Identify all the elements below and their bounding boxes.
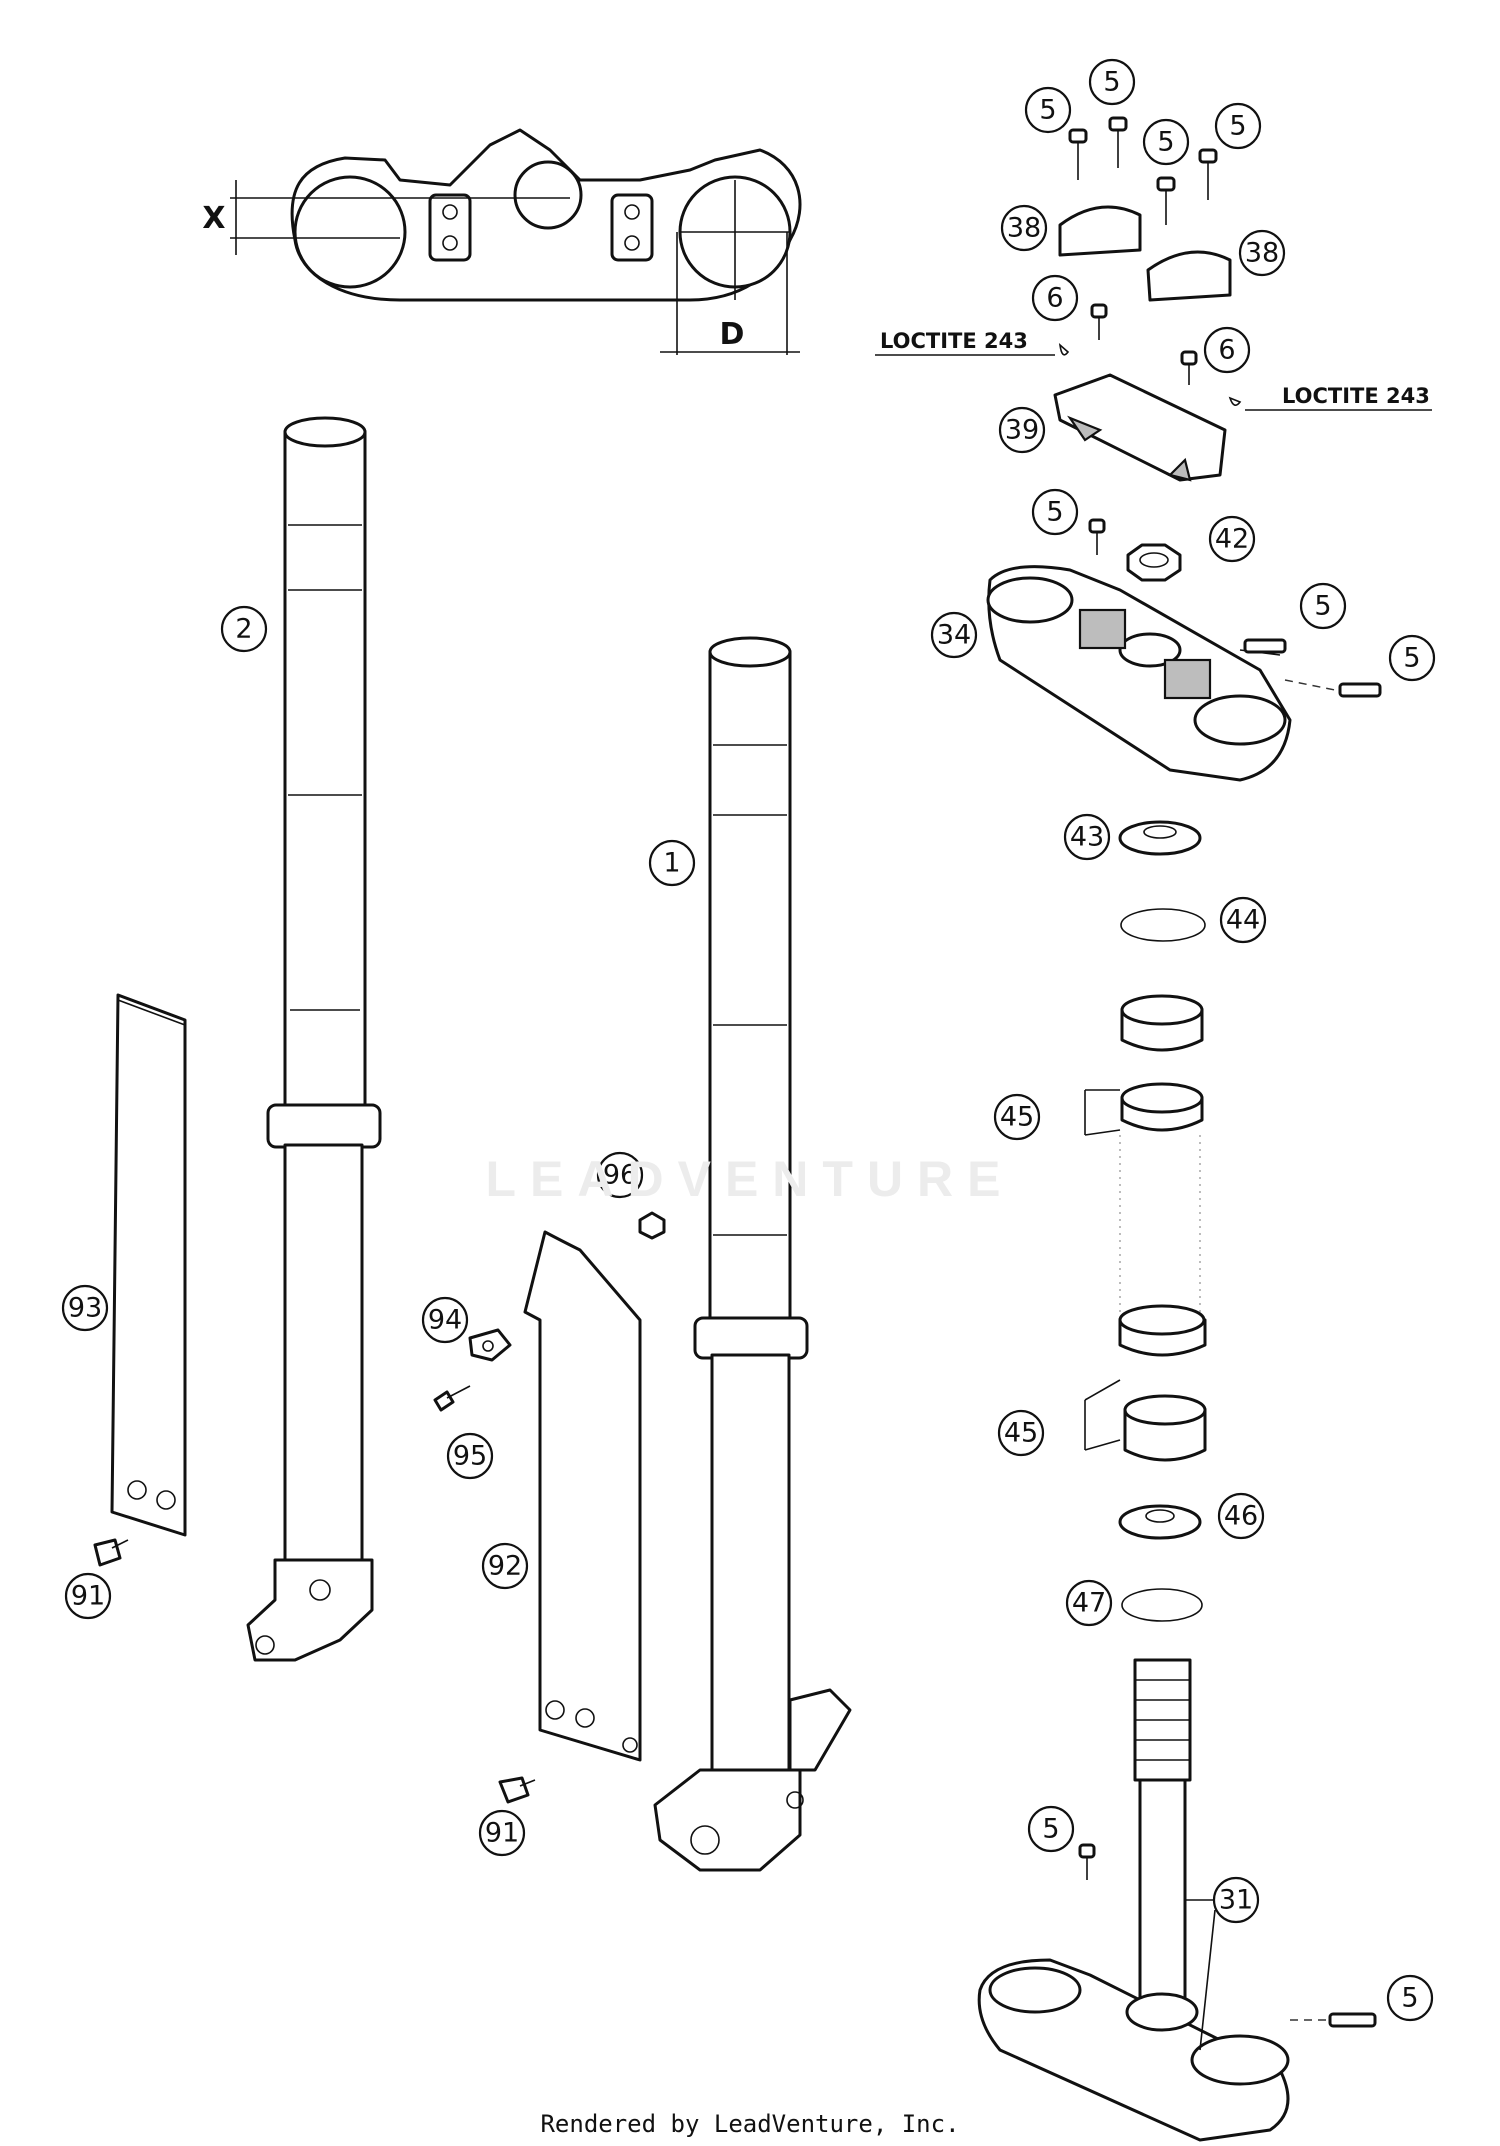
svg-text:39: 39 [1005,415,1039,446]
svg-text:43: 43 [1070,822,1104,853]
fork-guard-left [93,993,187,1567]
upper-bar-clamps [1058,205,1232,302]
svg-text:5: 5 [1046,497,1063,528]
svg-text:5: 5 [1039,95,1056,126]
callout-5-a: 5 [1024,86,1072,134]
svg-text:6: 6 [1218,335,1235,366]
svg-text:44: 44 [1226,905,1260,936]
svg-text:93: 93 [68,1293,102,1324]
svg-text:5: 5 [1403,643,1420,674]
callout-5-c: 5 [1142,118,1190,166]
callout-96: 96 [596,1151,644,1199]
callout-45-a: 45 [993,1093,1041,1141]
fork-leg-center [653,636,852,1872]
svg-text:6: 6 [1046,283,1063,314]
svg-text:95: 95 [453,1441,487,1472]
svg-text:91: 91 [71,1581,105,1612]
svg-text:5: 5 [1103,67,1120,98]
callout-2: 2 [220,605,268,653]
watermark: LEADVENTURE [485,1151,1015,1207]
callout-1: 1 [648,839,696,887]
small-parts-96-94-95 [433,1211,666,1412]
bar-mount-bridge [1053,373,1227,482]
svg-text:96: 96 [603,1160,637,1191]
dimension-d-label: D [720,317,745,352]
callout-5-i: 5 [1386,1974,1434,2022]
footer-credit: Rendered by LeadVenture, Inc. [540,2110,960,2138]
triple-clamp-dimension-sketch: X D [202,128,802,355]
svg-text:31: 31 [1219,1885,1253,1916]
callout-91-b: 91 [478,1809,526,1857]
loctite-label-left: LOCTITE 243 [880,329,1028,353]
svg-text:5: 5 [1229,111,1246,142]
svg-text:91: 91 [485,1818,519,1849]
callout-6-a: 6 [1031,274,1079,322]
dimension-x-label: X [202,201,225,236]
callout-6-b: 6 [1203,326,1251,374]
callout-5-e: 5 [1031,488,1079,536]
callout-43: 43 [1063,813,1111,861]
fork-guard-center [498,1230,642,1804]
svg-text:94: 94 [428,1305,462,1336]
callout-93: 93 [61,1284,109,1332]
svg-text:5: 5 [1042,1814,1059,1845]
callout-95: 95 [446,1432,494,1480]
callout-42: 42 [1208,515,1256,563]
svg-text:1: 1 [663,848,680,879]
svg-text:5: 5 [1401,1983,1418,2014]
callout-92: 92 [481,1542,529,1590]
callout-44: 44 [1219,896,1267,944]
upper-triple-clamp [986,518,1382,782]
svg-text:92: 92 [488,1551,522,1582]
callout-5-f: 5 [1299,582,1347,630]
callout-5-h: 5 [1027,1805,1075,1853]
handlebar-clamp-bolts [1068,116,1218,225]
svg-text:42: 42 [1215,524,1249,555]
callout-46: 46 [1217,1492,1265,1540]
callout-5-b: 5 [1088,58,1136,106]
svg-text:2: 2 [235,614,252,645]
svg-text:47: 47 [1072,1588,1106,1619]
svg-text:45: 45 [1000,1102,1034,1133]
leader-lines [1084,1089,1216,2051]
callout-38-a: 38 [1000,204,1048,252]
callout-38-b: 38 [1238,229,1286,277]
callout-5-d: 5 [1214,102,1262,150]
callout-34: 34 [930,611,978,659]
callout-91-a: 91 [64,1572,112,1620]
callout-47: 47 [1065,1579,1113,1627]
svg-text:5: 5 [1157,127,1174,158]
callout-45-b: 45 [997,1409,1045,1457]
svg-text:5: 5 [1314,591,1331,622]
fork-leg-left [246,416,382,1662]
clamp-screws-loctite: LOCTITE 243 LOCTITE 243 [875,303,1432,411]
callout-39: 39 [998,406,1046,454]
callout-31: 31 [1212,1876,1260,1924]
loctite-label-right: LOCTITE 243 [1282,384,1430,408]
callout-94: 94 [421,1296,469,1344]
svg-text:38: 38 [1007,213,1041,244]
svg-text:38: 38 [1245,238,1279,269]
svg-text:34: 34 [937,620,971,651]
svg-text:45: 45 [1004,1418,1038,1449]
bearing-stack [1118,820,1207,1622]
svg-text:46: 46 [1224,1501,1258,1532]
callout-5-g: 5 [1388,634,1436,682]
lower-triple-clamp-stem [977,1658,1377,2142]
